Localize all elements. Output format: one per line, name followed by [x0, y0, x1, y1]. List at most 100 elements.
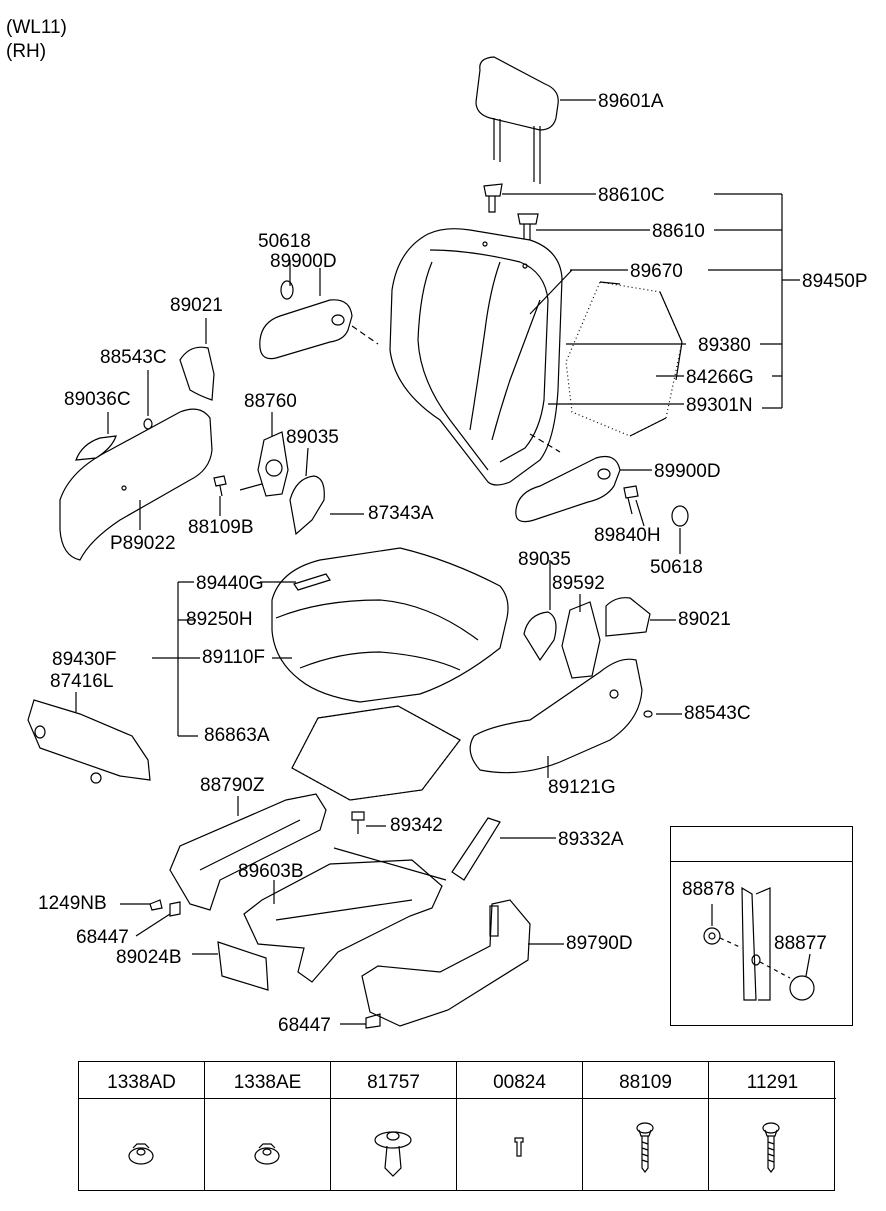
fastener-code: 1338AE	[233, 1072, 302, 1093]
bolt-89342-drawing	[351, 811, 365, 834]
label-89301n: 89301N	[686, 395, 753, 416]
label-89110f: 89110F	[202, 647, 266, 668]
label-88543c-bot: 88543C	[684, 703, 751, 724]
cap-top-drawing	[280, 280, 294, 300]
fastener-cell-1338ae: 1338AE	[205, 1062, 331, 1190]
fastener-code: 88109	[619, 1072, 672, 1093]
label-1249nb: 1249NB	[38, 893, 107, 914]
label-89021-top: 89021	[170, 295, 223, 316]
label-89601a: 89601A	[598, 91, 664, 112]
label-86863a: 86863A	[204, 725, 270, 746]
side-code: (RH)	[6, 41, 47, 62]
label-87416l: 87416L	[50, 671, 114, 692]
cover-89790d-drawing	[361, 899, 531, 1027]
label-84266g: 84266G	[686, 367, 754, 388]
label-88790z: 88790Z	[200, 775, 265, 796]
end-cover-89024b-drawing	[217, 941, 269, 991]
label-89450p: 89450P	[802, 271, 868, 292]
label-89035-mid: 89035	[518, 549, 571, 570]
label-89900d-bot: 89900D	[654, 461, 721, 482]
backrest-drawing	[389, 228, 563, 486]
label-88543c-top: 88543C	[100, 347, 167, 368]
inset-detail-drawing	[703, 886, 815, 1001]
inset-divider	[671, 861, 852, 862]
screw-1249nb-drawing	[149, 899, 163, 911]
label-89900d-top: 89900D	[270, 251, 337, 272]
fastener-divider	[205, 1098, 330, 1099]
fastener-divider	[583, 1098, 708, 1099]
label-88878: 88878	[682, 879, 735, 900]
fastener-table: 1338AD 1338AE 81757 00824	[78, 1061, 836, 1191]
model-code: (WL11)	[6, 17, 67, 38]
label-89430f: 89430F	[52, 649, 117, 670]
bolt-icon	[583, 1098, 708, 1190]
fastener-divider	[79, 1098, 204, 1099]
armrest-bottom-drawing	[515, 433, 621, 523]
frame-left-drawing	[169, 793, 327, 911]
fastener-code: 11291	[746, 1072, 799, 1093]
fastener-code: 81757	[367, 1072, 420, 1093]
label-88109b: 88109B	[188, 517, 254, 538]
label-89342: 89342	[390, 815, 443, 836]
label-89332a: 89332A	[558, 829, 624, 850]
label-50618-top: 50618	[258, 231, 311, 252]
headrest-drawing	[475, 56, 559, 184]
label-89024b: 89024B	[116, 947, 182, 968]
fastener-cell-88109: 88109	[583, 1062, 709, 1190]
screw-88109b-drawing	[213, 475, 227, 497]
recliner-top-drawing	[239, 431, 289, 497]
label-89603b: 89603B	[238, 861, 304, 882]
label-89440g: 89440G	[196, 573, 264, 594]
label-50618-bot: 50618	[650, 557, 703, 578]
label-89121g: 89121G	[548, 777, 616, 798]
fastener-cell-81757: 81757	[331, 1062, 457, 1190]
label-68447-top: 68447	[76, 927, 129, 948]
fastener-code: 00824	[493, 1072, 546, 1093]
trim-87416l-drawing	[27, 699, 151, 784]
label-89250h: 89250H	[186, 609, 253, 630]
cap-bottom-drawing	[671, 505, 689, 527]
push-clip-icon	[331, 1098, 456, 1190]
label-89035-top: 89035	[286, 427, 339, 448]
label-88610: 88610	[652, 221, 705, 242]
flange-nut-icon	[79, 1098, 204, 1190]
pin-icon	[457, 1098, 582, 1190]
side-cover-top-drawing	[59, 346, 215, 561]
fastener-code: 1338AD	[107, 1072, 176, 1093]
label-89790d: 89790D	[566, 933, 633, 954]
label-89036c: 89036C	[64, 389, 131, 410]
recliner-bottom-drawing	[561, 601, 601, 679]
fastener-cell-1338ad: 1338AD	[79, 1062, 205, 1190]
label-89380: 89380	[698, 335, 751, 356]
fastener-cell-00824: 00824	[457, 1062, 583, 1190]
clip-68447-bot-drawing	[365, 1013, 381, 1029]
label-89840h: 89840H	[594, 525, 661, 546]
inset-detail-box	[670, 826, 853, 1026]
headrest-guide-drawing	[483, 183, 539, 241]
fastener-divider	[457, 1098, 582, 1099]
label-88610c: 88610C	[598, 185, 665, 206]
leader-lines	[75, 99, 800, 1025]
label-88877: 88877	[774, 933, 827, 954]
seat-cushion-drawing	[271, 547, 509, 703]
back-pad-drawing	[565, 281, 683, 437]
riser-89603b-drawing	[243, 847, 447, 983]
label-89021-bot: 89021	[678, 609, 731, 630]
fastener-divider	[331, 1098, 456, 1099]
armrest-top-drawing	[259, 299, 379, 360]
back-pad-outline	[599, 281, 683, 437]
label-89592: 89592	[552, 573, 605, 594]
seat-side-cover-drawing	[469, 597, 653, 774]
label-88760: 88760	[244, 391, 297, 412]
bolt-89840h-drawing	[623, 485, 639, 515]
flange-nut-icon	[205, 1098, 330, 1190]
fastener-divider	[709, 1098, 836, 1099]
label-87343a: 87343A	[368, 503, 434, 524]
fastener-cell-11291: 11291	[709, 1062, 836, 1190]
hinge-cover-mid-drawing	[523, 611, 557, 662]
label-p89022: P89022	[110, 533, 176, 554]
label-68447-bot: 68447	[278, 1015, 331, 1036]
clip-68447-drawing	[169, 901, 181, 917]
label-89670: 89670	[630, 261, 683, 282]
